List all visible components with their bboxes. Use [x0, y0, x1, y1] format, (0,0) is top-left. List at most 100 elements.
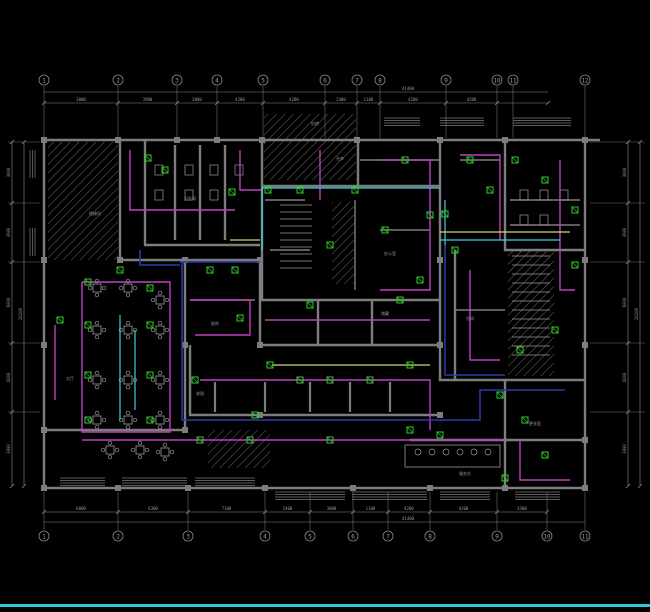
dining-chair-1-3 [125, 292, 131, 298]
valve-device-18 [496, 391, 504, 399]
valve-device-mark-13 [541, 176, 549, 184]
wall-hall-partition [44, 258, 187, 432]
dining-chair-3-0 [87, 327, 93, 333]
grid-bubble-top-3-label: 3 [175, 78, 179, 85]
valve-device-mark-3 [264, 186, 272, 194]
sanitary-fixture-5 [209, 189, 219, 201]
valve-device-49 [381, 226, 389, 234]
wall-column-6 [437, 137, 443, 143]
valve-device-mark-47 [396, 296, 404, 304]
dim-top-value-2: 3000 [192, 97, 202, 102]
valve-device-51 [251, 411, 259, 419]
valve-device-mark-5 [351, 186, 359, 194]
valve-device-47 [396, 296, 404, 304]
valve-device-mark-27 [116, 266, 124, 274]
valve-device-mark-18 [496, 391, 504, 399]
dim-right-value-1: 3900 [622, 227, 627, 237]
dim-bottom-tick-9 [544, 509, 550, 515]
pipe-magenta-east-riser [559, 160, 575, 291]
dim-left-overall-value-0: 20100 [18, 307, 23, 320]
dim-left-tick-4 [9, 409, 15, 415]
dim-right-tick-5 [625, 483, 631, 489]
dining-table-5 [155, 325, 165, 335]
pipe-magenta-kitchen [190, 299, 251, 336]
wall-toilet-south [143, 140, 260, 247]
dining-chair-13-1 [144, 447, 150, 453]
valve-device-45 [236, 314, 244, 322]
hatched-areas [48, 114, 554, 468]
hatch-core-shaft [332, 202, 354, 284]
wall-column-0 [41, 137, 47, 143]
dim-top-tick-9 [494, 100, 500, 106]
dining-chair-8-0 [150, 377, 156, 383]
dim-left-tick-3 [9, 340, 15, 346]
counter-stool-5 [484, 448, 492, 456]
dim-bottom-value-7: 4200 [459, 506, 469, 511]
valve-device-16 [551, 326, 559, 334]
dim-top-overall-value: 41400 [402, 86, 415, 91]
valve-device-13 [541, 176, 549, 184]
room-label-11: 机房 [311, 120, 319, 126]
grid-bubble-top-10-label: 10 [493, 78, 501, 85]
valve-device-1 [161, 166, 169, 174]
grid-bubble-bottom-1-circle [38, 530, 50, 542]
valve-device-mark-36 [56, 316, 64, 324]
valve-device-26 [196, 436, 204, 444]
pipe-runs [54, 150, 575, 481]
devices [56, 154, 579, 482]
valve-device-42 [326, 376, 334, 384]
dining-chair-11-1 [164, 417, 170, 423]
valve-device-mark-10 [466, 156, 474, 164]
wall-column-3 [214, 137, 220, 143]
dim-top-tick-8 [443, 100, 449, 106]
dim-left-overall-tick-0 [21, 139, 27, 145]
counter-stool-4 [470, 448, 478, 456]
grid-bubble-top-6-circle [319, 74, 331, 86]
wall-column-13 [437, 257, 443, 263]
valve-device-3 [264, 186, 272, 194]
dim-top-tick-3 [214, 100, 220, 106]
valve-device-mark-41 [296, 376, 304, 384]
sanitary-fixture-8 [539, 189, 549, 201]
wall-column-18 [437, 342, 443, 348]
dim-left-tick-5 [9, 483, 15, 489]
valve-device-19 [521, 416, 529, 424]
valve-device-4 [296, 186, 304, 194]
hatch-top-court [264, 114, 356, 180]
dim-left-value-3: 4200 [6, 372, 11, 382]
dim-top-value-4: 4200 [289, 97, 299, 102]
dining-chair-3-3 [94, 334, 100, 340]
dim-top-value-8: 4200 [467, 97, 477, 102]
dim-bottom-value-0: 6000 [76, 506, 86, 511]
dining-table-1 [123, 283, 133, 293]
valve-device-mark-24 [326, 436, 334, 444]
dining-chair-6-2 [94, 370, 100, 376]
wall-column-29 [350, 485, 356, 491]
dim-top-value-7: 4200 [408, 97, 418, 102]
dining-table-12 [105, 445, 115, 455]
wall-column-32 [582, 485, 588, 491]
dim-left-value-0: 3000 [6, 167, 11, 177]
valve-device-50 [326, 241, 334, 249]
dim-top-tick-10 [545, 100, 551, 106]
dining-chair-5-2 [157, 320, 163, 326]
dining-chair-0-1 [101, 285, 107, 291]
wall-east-block [438, 140, 585, 382]
dim-right-value-0: 3000 [622, 167, 627, 177]
dining-table-4 [123, 325, 133, 335]
dining-chair-9-2 [94, 410, 100, 416]
wall-column-4 [259, 137, 265, 143]
wall-column-31 [502, 485, 508, 491]
wall-column-16 [182, 342, 188, 348]
dining-chair-2-3 [157, 304, 163, 310]
grid-bubble-top-10-circle [491, 74, 503, 86]
dim-bottom-value-4: 3000 [327, 506, 337, 511]
dim-bottom-value-3: 2400 [283, 506, 293, 511]
valve-device-mark-23 [406, 426, 414, 434]
dim-bottom-value-5: 1100 [366, 506, 376, 511]
sanitary-fixture-1 [154, 189, 164, 201]
pipe-magenta-private-room [469, 270, 500, 361]
dining-chair-2-1 [164, 297, 170, 303]
